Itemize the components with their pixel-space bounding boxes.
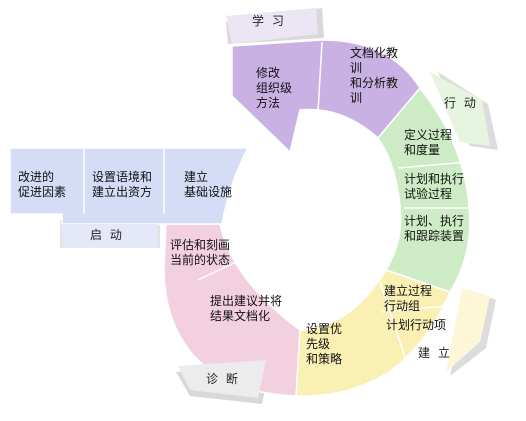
phase-diagnosing-label: 诊 断	[206, 372, 240, 386]
establishing-sector	[295, 269, 451, 397]
step-define-processes: 定义过程 和度量	[404, 128, 453, 157]
step-revise-approach: 修改 组织级 方法	[256, 66, 293, 110]
step-plan-actions: 计划行动项	[386, 318, 447, 332]
step-plan-execute-track: 计划、执行 和跟踪装置	[404, 214, 465, 243]
phase-learning-label: 学 习	[252, 14, 286, 28]
step-set-context: 设置语境和 建立出资方	[92, 170, 153, 199]
establishing-tab	[446, 288, 490, 372]
learning-tab	[226, 8, 318, 44]
phase-acting-label: 行 动	[444, 96, 478, 110]
step-set-priorities: 设置优 先级 和策略	[306, 322, 343, 366]
step-build-infrastructure: 建立 基础设施	[184, 170, 233, 199]
step-document-lessons: 文档化教 训 和分析教 训	[350, 46, 399, 105]
initiating-tab	[62, 224, 158, 248]
phase-initiating-label: 启 动	[90, 228, 124, 242]
step-propose-recommendations: 提出建议并将 结果文档化	[210, 294, 283, 323]
step-plan-pilot: 计划和执行 试验过程	[404, 172, 465, 201]
acting-tab	[430, 72, 490, 146]
diagnosing-tab	[178, 360, 266, 398]
step-form-action-group: 建立过程 行动组	[384, 284, 433, 313]
step-assess-state: 评估和刻画 当前的状态	[170, 238, 231, 267]
initiating-sector	[9, 147, 250, 225]
phase-establishing-label: 建 立	[418, 346, 452, 360]
step-stimulus: 改进的 促进因素	[18, 170, 67, 199]
